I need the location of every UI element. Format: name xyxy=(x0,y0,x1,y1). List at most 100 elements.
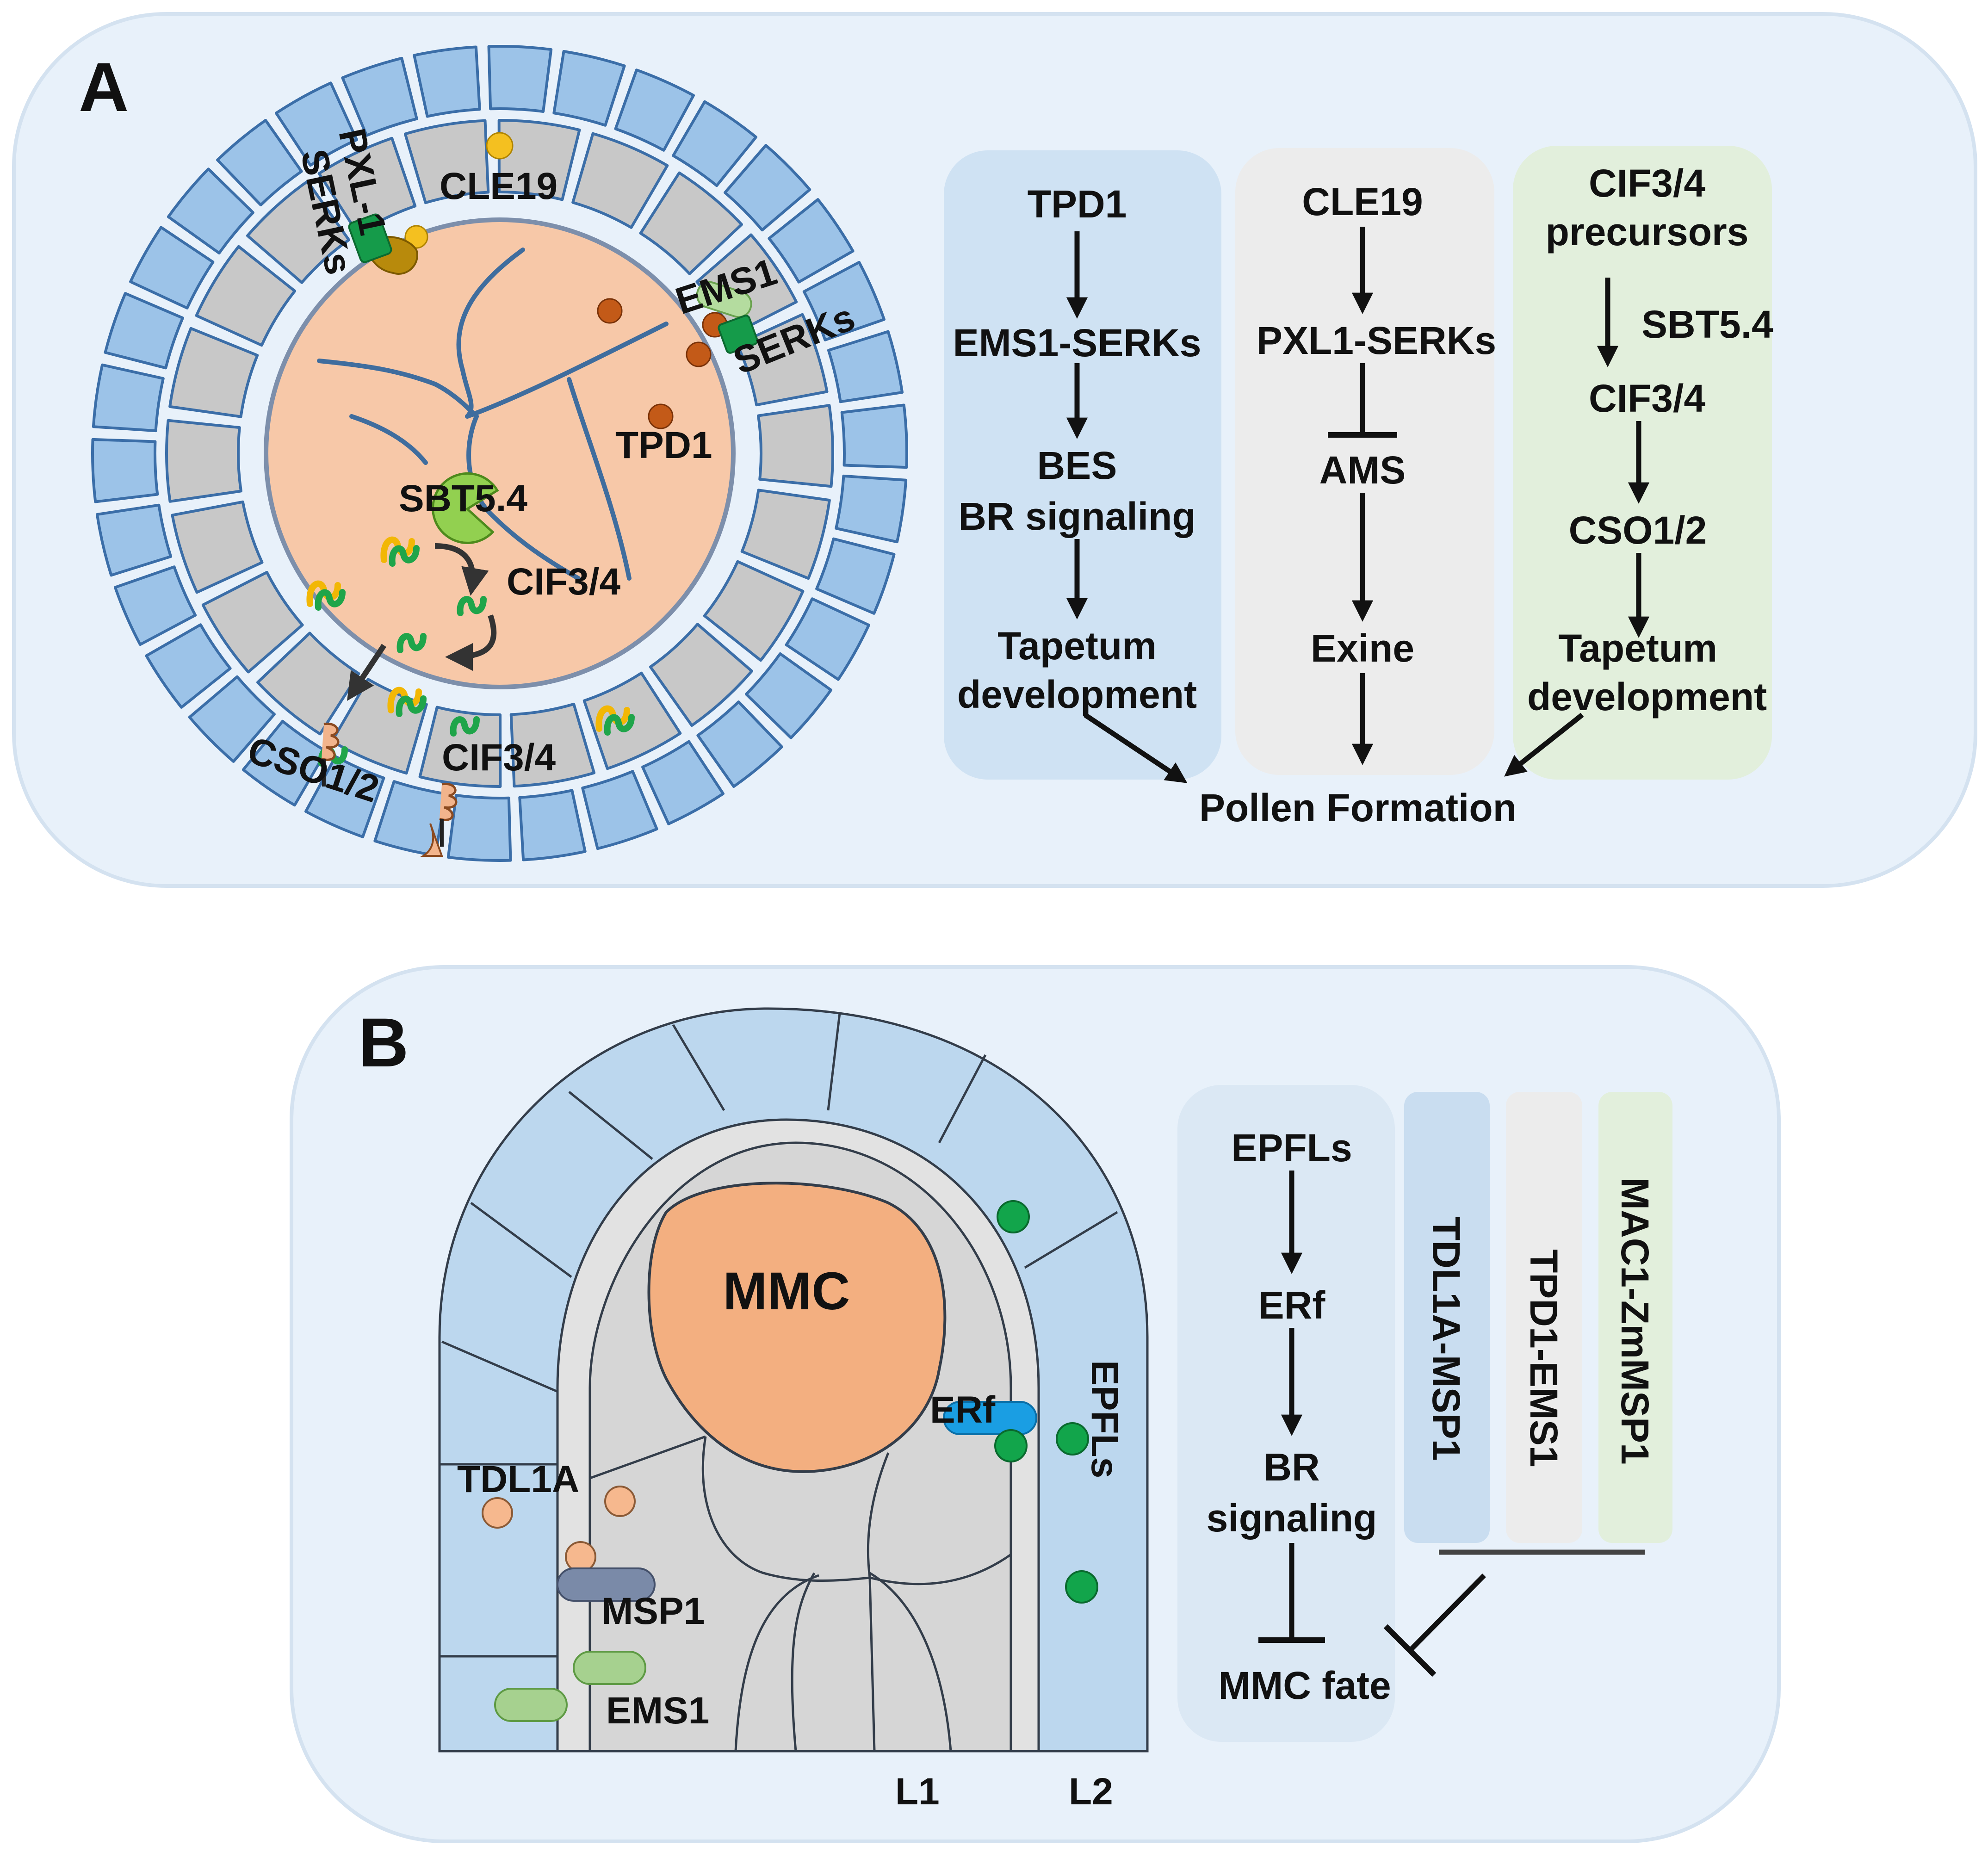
epidermis-cell xyxy=(95,503,173,577)
tpd1-dot xyxy=(648,403,674,429)
tapetum-cell xyxy=(736,313,829,407)
serks-receptor-icon xyxy=(348,213,392,263)
anther-cross-section: PXL-1 SERKs CLE19 EMS1 SERKs TPD1 SBT5.4… xyxy=(91,45,908,862)
erf-label: ERf xyxy=(930,1389,996,1431)
epidermis-cells xyxy=(91,45,908,862)
converge-arrow xyxy=(1083,712,1188,783)
microspore-walls xyxy=(317,248,669,581)
tapetum-cell xyxy=(497,119,581,201)
epidermis-cell xyxy=(696,700,783,788)
pathwayb-erf: ERf xyxy=(1258,1283,1326,1327)
epidermis-cell xyxy=(840,403,908,469)
tapetum-cell xyxy=(246,180,351,284)
panel-a: A xyxy=(12,12,1977,888)
epidermis-cell xyxy=(216,118,303,207)
pathway3-cso12: CSO1/2 xyxy=(1569,508,1707,552)
tapetum-cell xyxy=(509,702,596,788)
complex-box-tdl1a-msp1 xyxy=(1404,1092,1490,1543)
complex-inhibition xyxy=(1409,1573,1486,1651)
tapetum-cell xyxy=(168,327,259,418)
ovule-schematic: MMC ERf EPFLs TDL1A MSP1 EMS1 L1 L2 xyxy=(438,1007,1149,1813)
panel-a-letter: A xyxy=(79,48,129,126)
cle19-dot xyxy=(404,225,428,249)
cso12-receptor-icon xyxy=(321,722,340,787)
serks-receptor-icon xyxy=(718,315,758,354)
epidermis-cell xyxy=(114,565,197,646)
epidermis-cell xyxy=(518,789,587,861)
pathway1-tpd1: TPD1 xyxy=(1028,182,1127,226)
epidermis-cell xyxy=(745,652,833,739)
complex-inhibition-bar xyxy=(1383,1624,1437,1677)
pathway-box-epfl xyxy=(1177,1085,1395,1742)
pathway2-pxl1-serks: PXL1-SERKs xyxy=(1257,319,1496,362)
epidermis-cell xyxy=(446,794,512,862)
pathway-box-cle19 xyxy=(1235,148,1494,775)
epidermis-cell xyxy=(413,45,481,118)
tapetum-cell xyxy=(403,119,490,204)
epidermis-cell xyxy=(768,198,855,284)
processing-arrow xyxy=(434,543,489,596)
pathwayb-br: BR xyxy=(1263,1445,1319,1489)
mmc-label: MMC xyxy=(723,1262,850,1321)
tapetum-cell xyxy=(649,623,754,727)
epidermis-cell xyxy=(145,623,232,709)
complex-box-mac1-zmmsp1 xyxy=(1598,1092,1672,1543)
cle19-dot xyxy=(486,132,514,160)
tdl1a-label: TDL1A xyxy=(457,1458,579,1500)
pathway3-cif34-mature: CIF3/4 xyxy=(1589,377,1705,420)
tapetum-cell xyxy=(639,171,743,275)
tapetum-cell xyxy=(171,500,264,594)
pathwayb-epfls: EPFLs xyxy=(1231,1126,1352,1170)
tapetum-cell xyxy=(757,404,834,488)
epidermis-cell xyxy=(641,740,725,825)
tapetum-cell xyxy=(418,706,502,788)
pathway3-precursors: precursors xyxy=(1546,210,1749,254)
pathway1-tapetum: Tapetum xyxy=(997,624,1157,668)
epidermis-cell xyxy=(92,363,165,433)
epidermis-cell xyxy=(91,438,159,503)
tpd1-dot xyxy=(686,341,712,367)
epidermis-cell xyxy=(242,719,328,807)
l2-label: L2 xyxy=(1069,1771,1113,1813)
pathway-box-cif xyxy=(1513,146,1772,780)
complex-box-tpd1-ems1 xyxy=(1506,1092,1582,1543)
tpd1-dot xyxy=(597,298,623,324)
epfl-dot xyxy=(1056,1422,1089,1456)
pathway2-ams: AMS xyxy=(1319,448,1406,492)
tapetum-cell xyxy=(571,132,669,229)
pathway3-tapetum: Tapetum xyxy=(1558,626,1717,670)
cso12-receptor-icon xyxy=(420,782,458,857)
sbt54-protease-icon xyxy=(432,472,499,544)
epidermis-cell xyxy=(188,675,276,763)
ems1-label: EMS1 xyxy=(606,1690,709,1732)
outer-cell-walls xyxy=(440,1013,1118,1658)
complex-label: MAC1-ZmMSP1 xyxy=(1613,1177,1657,1465)
converge-arrow xyxy=(1504,712,1584,777)
pathway3-sbt54: SBT5.4 xyxy=(1641,303,1773,346)
pollen-formation: Pollen Formation xyxy=(1199,786,1517,830)
mmc-cell xyxy=(647,1182,947,1473)
epfl-dot xyxy=(1065,1570,1098,1604)
complex-label: TPD1-EMS1 xyxy=(1522,1249,1566,1467)
epidermis-cell xyxy=(835,474,908,544)
cif34-label: CIF3/4 xyxy=(507,561,620,603)
pathway3-development: development xyxy=(1527,675,1767,719)
epidermis-cell xyxy=(815,537,896,615)
sbt54-label: SBT5.4 xyxy=(399,477,527,520)
pathwayb-mmc-fate: MMC fate xyxy=(1218,1664,1391,1707)
msp1-label: MSP1 xyxy=(601,1590,705,1632)
panel-b: B xyxy=(290,965,1781,1843)
epidermis-cell xyxy=(129,226,215,310)
ems1-receptor-icon xyxy=(696,281,752,318)
pathway1-bes: BES xyxy=(1037,444,1117,487)
tapetum-cell xyxy=(165,419,242,503)
epidermis-cell xyxy=(785,597,870,681)
tapetum-cell xyxy=(201,570,304,674)
epidermis-cell xyxy=(581,770,658,850)
tpd1-label: TPD1 xyxy=(615,424,712,466)
cle19-label: CLE19 xyxy=(440,165,557,207)
tapetum-cell xyxy=(703,560,805,662)
pathway2-exine: Exine xyxy=(1311,626,1414,670)
epidermis-cell xyxy=(827,330,904,403)
